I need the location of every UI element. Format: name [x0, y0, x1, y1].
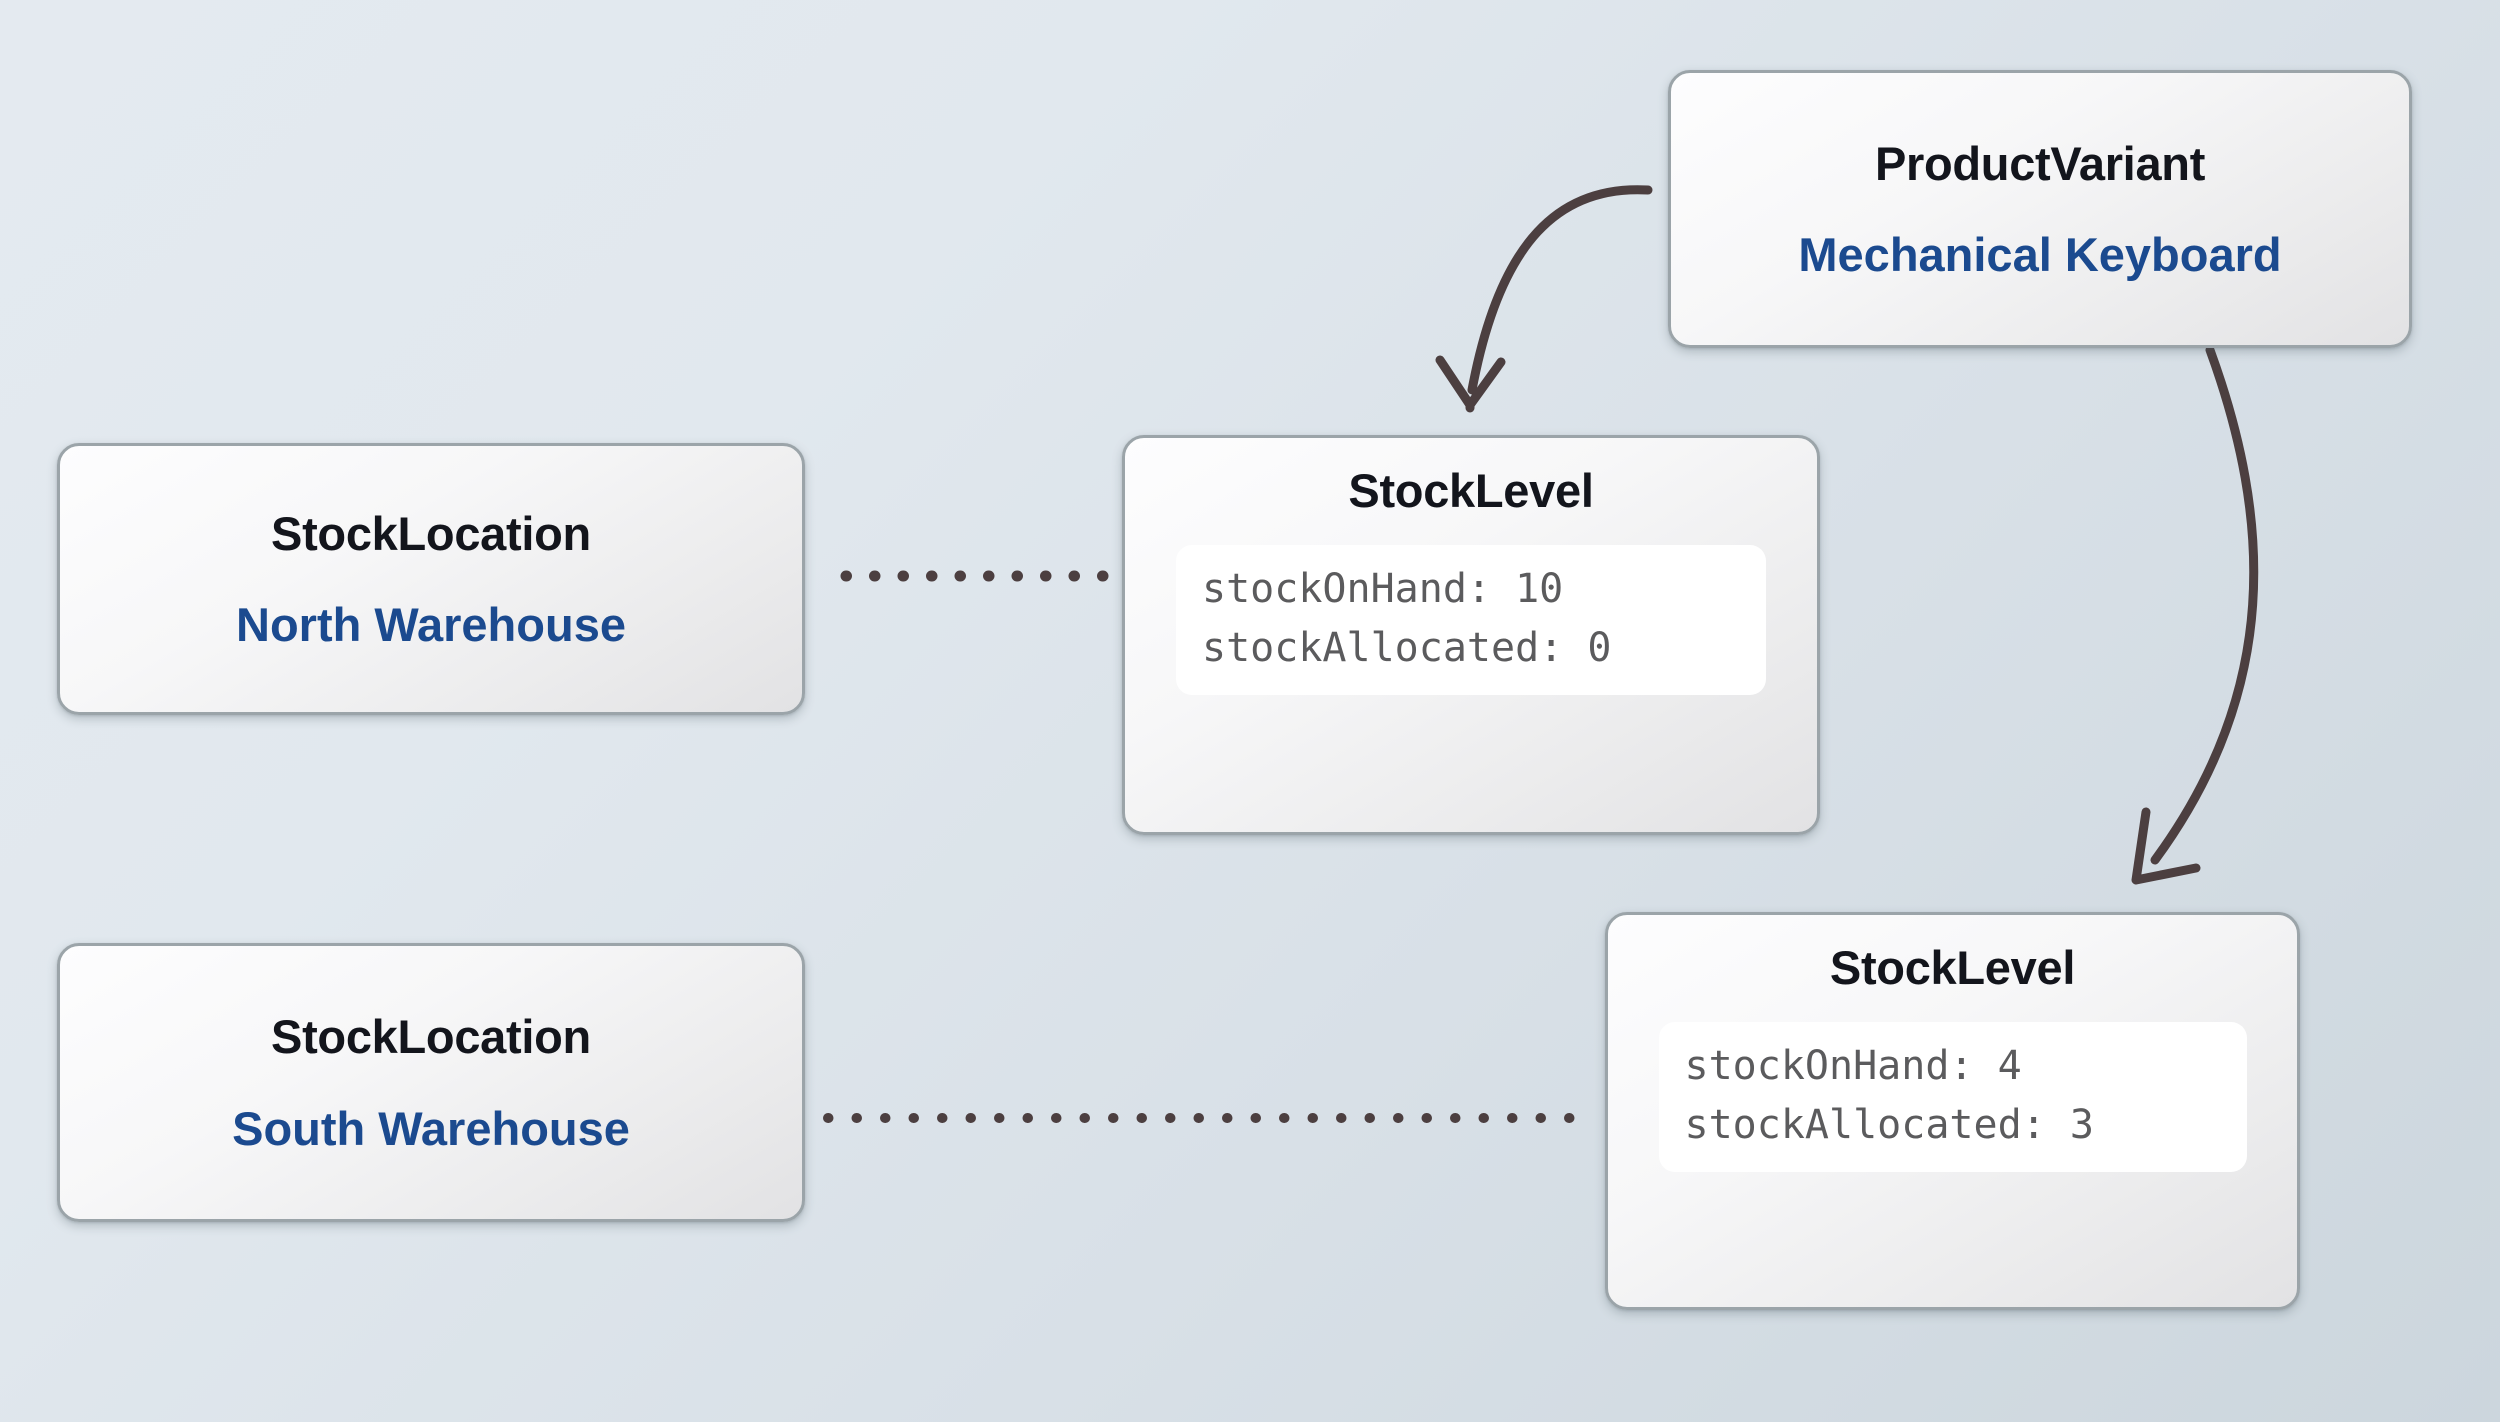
node-stock-location-south[interactable]: StockLocation South Warehouse — [57, 943, 805, 1222]
node-name-label: South Warehouse — [232, 1101, 630, 1155]
stock-level-fields: stockOnHand: 10 stockAllocated: 0 — [1176, 545, 1766, 695]
node-type-label: StockLevel — [1348, 464, 1594, 517]
node-stock-location-north[interactable]: StockLocation North Warehouse — [57, 443, 805, 715]
field-stock-allocated: stockAllocated: 3 — [1684, 1102, 2094, 1149]
field-stock-allocated: stockAllocated: 0 — [1202, 625, 1612, 672]
edge-variant-to-stocklevel-south — [2131, 345, 2259, 885]
node-type-label: StockLevel — [1829, 941, 2076, 994]
stock-level-fields: stockOnHand: 4 stockAllocated: 3 — [1658, 1022, 2247, 1172]
node-type-label: StockLocation — [271, 506, 591, 560]
node-product-variant[interactable]: ProductVariant Mechanical Keyboard — [1668, 70, 2412, 348]
field-stock-on-hand: stockOnHand: 4 — [1684, 1043, 2022, 1090]
node-stock-level-north[interactable]: StockLevel stockOnHand: 10 stockAllocate… — [1122, 435, 1820, 835]
node-name-label: North Warehouse — [236, 598, 626, 651]
edge-variant-to-stocklevel-north — [1435, 185, 1653, 413]
node-stock-level-south[interactable]: StockLevel stockOnHand: 4 stockAllocated… — [1605, 912, 2300, 1310]
node-type-label: StockLocation — [271, 1010, 591, 1064]
field-stock-on-hand: stockOnHand: 10 — [1202, 566, 1564, 613]
node-type-label: ProductVariant — [1874, 136, 2206, 190]
node-name-label: Mechanical Keyboard — [1798, 228, 2282, 281]
